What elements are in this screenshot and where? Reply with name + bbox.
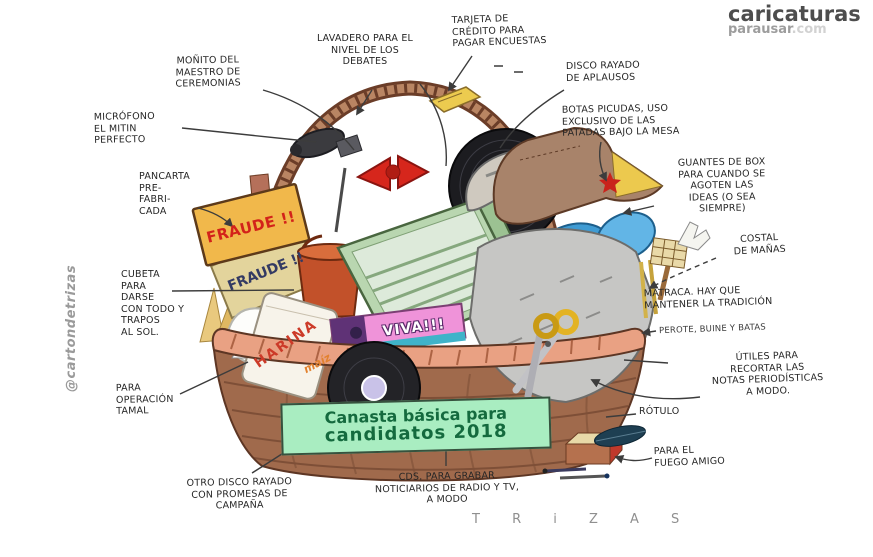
leader-disco [499,89,565,149]
label-lavadero: LAVADERO PARA EL NIVEL DE LOS DEBATES [316,33,414,68]
label-guantes: GUANTES DE BOX PARA CUANDO SE AGOTEN LAS… [677,156,766,215]
leader-tamal [179,361,249,395]
leader-monito [262,89,355,151]
label-disco-aplausos: DISCO RAYADO DE APLAUSOS [565,59,641,84]
watermark-handle: @cartondetrizas [64,264,79,392]
leader-microfono [181,127,317,143]
hand [677,221,711,251]
label-tarjeta: TARJETA DE CRÉDITO PARA PAGAR ENCUESTAS [451,13,547,50]
credit-card [428,86,482,113]
protest-sign [191,182,311,267]
logo-parausar-main: parausar [728,22,792,37]
microphone [290,127,363,233]
label-fuego: PARA EL FUEGO AMIGO [653,444,726,469]
leader-perote [641,327,657,337]
site-logo: caricaturas parausar.com [728,2,868,37]
label-rotulo: RÓTULO [639,406,680,417]
logo-tld: .com [791,22,827,37]
leader-guantes [622,205,655,216]
label-microfono: MICRÓFONO EL MITIN PERFECTO [93,110,155,147]
label-monito: MOÑITO DEL MAESTRO DE CEREMONIAS [175,54,241,90]
matches [542,467,610,480]
matraca [649,237,689,301]
label-pancarta: PANCARTA PRE- FABRI- CADA [139,171,190,217]
label-cubeta: CUBETA PARA DARSE CON TODO Y TRAPOS AL S… [121,269,185,338]
label-tamal: PARA OPERACIÓN TAMAL [115,382,174,418]
leader-utiles [623,359,669,364]
label-cds: CDS. PARA GRABAR NOTICIARIOS DE RADIO Y … [374,470,520,506]
pointy-boot [492,126,664,225]
logo-parausar: parausar.com [728,23,868,36]
leader-botas [598,141,607,182]
label-botas: BOTAS PICUDAS, USO EXCLUSIVO DE LAS PATA… [561,102,680,139]
feather [593,425,647,447]
logo-caricaturas: caricaturas [728,2,861,26]
leader-utiles-2 [590,379,701,400]
leader-rotulo [605,413,637,418]
scissors [512,309,579,400]
bow [355,154,431,192]
label-utiles: ÚTILES PARA RECORTAR LAS NOTAS PERIODÍST… [711,349,824,398]
leader-costal [648,257,717,289]
artist-signature: T R i Z A S [472,512,694,527]
leader-cubeta [171,289,295,292]
leader-tarjeta-dashes [494,65,523,73]
leader-lavadero-2 [419,83,448,167]
label-costal: COSTAL DE MAÑAS [733,232,787,257]
leader-pancarta [197,207,234,228]
basket-banner: Canasta básica para candidatos 2018 [280,396,552,456]
star [599,172,621,193]
leader-lavadero [356,89,373,116]
banner-line2: candidatos 2018 [324,420,508,447]
leader-lines [171,55,717,474]
leader-fuego [614,454,653,464]
leader-tarjeta [447,55,473,92]
label-otro-disco: OTRO DISCO RAYADO CON PROMESAS DE CAMPAÑ… [186,476,293,512]
